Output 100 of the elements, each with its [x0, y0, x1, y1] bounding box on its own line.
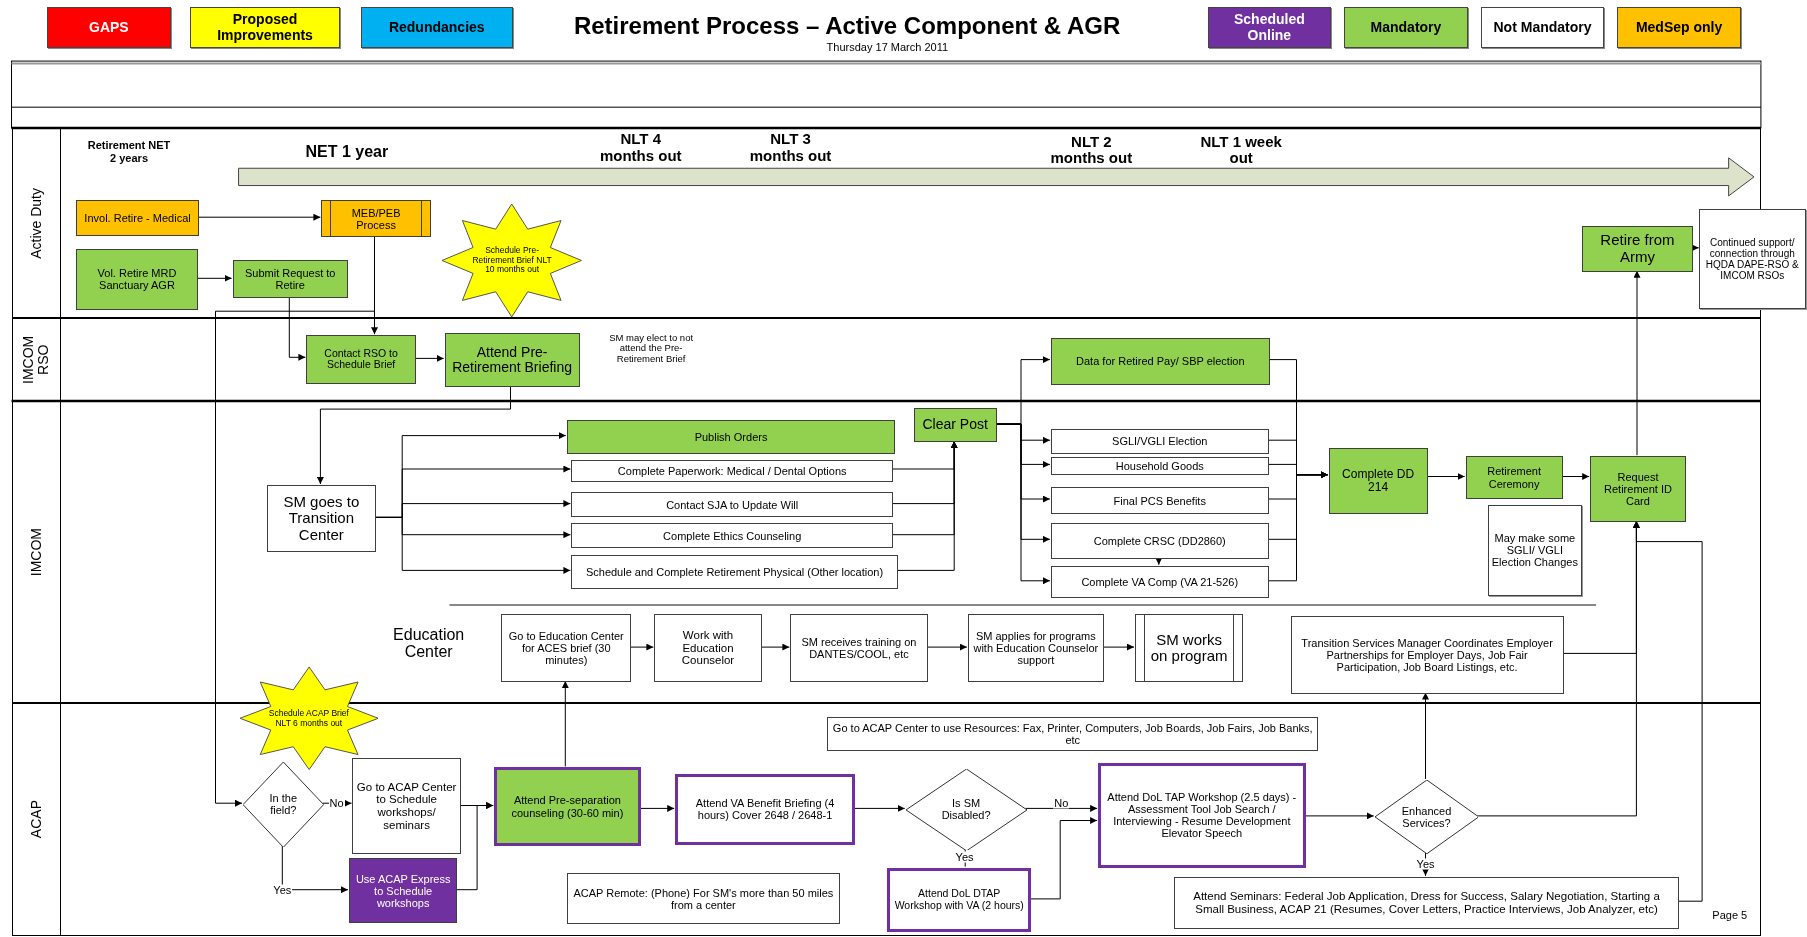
- box-text: Complete DD 214: [1341, 467, 1416, 495]
- process-box: [1465, 456, 1563, 499]
- predefined-process-box: [1134, 614, 1244, 683]
- connector-arrow: [1632, 520, 1703, 902]
- box-text: MEB/PEB Process: [350, 206, 402, 231]
- box-text: Data for Retired Pay/ SBP election: [1076, 355, 1245, 368]
- edge-label: No: [328, 797, 345, 809]
- connector-arrow: [455, 802, 494, 891]
- lane-label: ACAP: [28, 800, 44, 839]
- process-box: [1050, 457, 1269, 475]
- process-box: [75, 248, 199, 310]
- connector-arrow: [288, 296, 306, 361]
- connector-arrow: [1422, 692, 1429, 780]
- connector-arrow: [1633, 270, 1641, 456]
- box-text: Retire from Army: [1599, 232, 1676, 266]
- edge-label: Yes: [1415, 858, 1436, 870]
- annotation-text: SM may elect to not attend the Pre-Retirement Brief: [608, 333, 695, 365]
- connector-arrow: [1102, 643, 1135, 651]
- process-box: [967, 614, 1104, 683]
- process-box: [1050, 565, 1269, 598]
- connector-arrow: [853, 804, 906, 812]
- process-box: [827, 716, 1319, 752]
- connector-arrow: [995, 423, 1051, 585]
- predefined-process-box: [321, 200, 431, 238]
- box-text: Continued support/ connection through HQDA DAPE-RSO & IMCOM RSOs: [1704, 236, 1800, 281]
- box-text: Schedule ACAP Brief NLT 6 months out: [268, 709, 349, 728]
- legend-label: Not Mandatory: [1493, 19, 1592, 36]
- box-text: Invol. Retire - Medical: [84, 212, 191, 225]
- connector-arrow: [316, 385, 511, 485]
- box-text: Transition Services Manager Coordinates Employer Partnerships for Employer Days, Job Fair Participation, Job Board Listings, etc.: [1300, 636, 1554, 674]
- annotation-text: Retirement NET 2 years: [86, 139, 172, 164]
- process-box: [675, 774, 855, 845]
- lane-label: IMCOM RSO: [20, 334, 52, 386]
- box-text: Schedule Pre-Retirement Brief NLT 10 months out: [471, 246, 553, 275]
- connector-arrow: [1267, 471, 1329, 582]
- box-text: ACAP Remote: (Phone) For SM's more than 50 miles from a center: [572, 886, 835, 911]
- box-text: Complete Paperwork: Medical / Dental Options: [617, 464, 847, 477]
- box-text: Go to ACAP Center to Schedule workshops/ seminars: [356, 780, 457, 832]
- annotation-text: NLT 2 months out: [1049, 133, 1134, 167]
- connector-arrow: [1304, 812, 1375, 820]
- box-text: In the field?: [268, 792, 299, 817]
- note-box: [1698, 208, 1806, 309]
- process-box: [1582, 225, 1693, 272]
- box-text: Request Retirement ID Card: [1603, 470, 1673, 508]
- process-box: [571, 523, 893, 549]
- connector-arrow: [629, 643, 654, 651]
- legend-label: Proposed Improvements: [216, 12, 314, 44]
- box-text: Retirement Ceremony: [1486, 465, 1542, 490]
- process-box: [501, 614, 632, 683]
- process-box: [306, 335, 416, 384]
- process-box: [349, 858, 458, 923]
- note-box: [1487, 504, 1583, 596]
- box-text: Contact SJA to Update Will: [666, 498, 799, 511]
- box-text: Enhanced Services?: [1400, 804, 1453, 829]
- box-text: Attend DoL TAP Workshop (2.5 days) - Assessment Tool Job Search / Interviewing - Resume Development Elevator Speech: [1106, 790, 1298, 840]
- box-text: Work with Education Counselor: [680, 629, 736, 667]
- edge-label: Yes: [954, 851, 975, 863]
- starburst-callout: [442, 203, 582, 317]
- process-box: [75, 200, 200, 237]
- box-text: Go to ACAP Center to use Resources: Fax, Printer, Computers, Job Boards, Job Fairs, Job Banks, etc: [831, 721, 1314, 746]
- process-box: [1290, 616, 1564, 694]
- starburst-callout: [239, 667, 378, 770]
- connector-arrow: [639, 804, 675, 812]
- annotation-text: NLT 3 months out: [748, 131, 833, 165]
- edge-label: No: [1053, 797, 1070, 809]
- process-box: [571, 555, 898, 589]
- diagram-title: Retirement Process – Active Component & AGR: [573, 13, 1121, 38]
- process-box: [1590, 456, 1686, 522]
- decision-diamond: [243, 761, 324, 847]
- process-box: [654, 614, 762, 683]
- annotation-text: NLT 1 week out: [1199, 133, 1283, 167]
- decision-diamond: [905, 768, 1027, 851]
- process-box: [444, 332, 580, 388]
- legend-label: Scheduled Online: [1233, 12, 1306, 44]
- swimlane: [11, 702, 1761, 936]
- box-text: Clear Post: [922, 417, 988, 433]
- box-text: Publish Orders: [694, 431, 768, 444]
- connector-arrow: [1691, 244, 1700, 252]
- process-box: [571, 459, 893, 482]
- swimlane: [11, 401, 1761, 703]
- process-box: [494, 767, 641, 846]
- legend-label: MedSep only: [1635, 19, 1723, 36]
- legend-label: Redundancies: [388, 19, 485, 36]
- process-box: [566, 873, 840, 925]
- connector-arrow: [281, 845, 349, 894]
- process-box: [352, 758, 461, 854]
- process-box: [1328, 448, 1428, 514]
- box-text: Is SM Disabled?: [940, 797, 992, 822]
- box-text: Use ACAP Express to Schedule workshops: [354, 872, 452, 909]
- process-box: [913, 407, 997, 443]
- box-text: Final PCS Benefits: [1113, 494, 1206, 507]
- annotation-text: NET 1 year: [304, 142, 390, 161]
- process-box: [1098, 762, 1306, 868]
- box-text: Attend Seminars: Federal Job Application, Dress for Success, Salary Negotiation, Starting a Small Business, ACAP 21 (Resumes, Cover Letters, Practice Interviews, Job Analyzer, etc): [1192, 890, 1661, 916]
- box-text: Vol. Retire MRD Sanctuary AGR: [96, 267, 178, 292]
- annotation-text: NLT 4 months out: [598, 131, 683, 165]
- lane-label: IMCOM: [28, 527, 44, 577]
- box-text: Attend Pre-Retirement Briefing: [451, 344, 573, 376]
- box-text: SM works on program: [1149, 631, 1229, 665]
- connector-arrow: [374, 516, 571, 574]
